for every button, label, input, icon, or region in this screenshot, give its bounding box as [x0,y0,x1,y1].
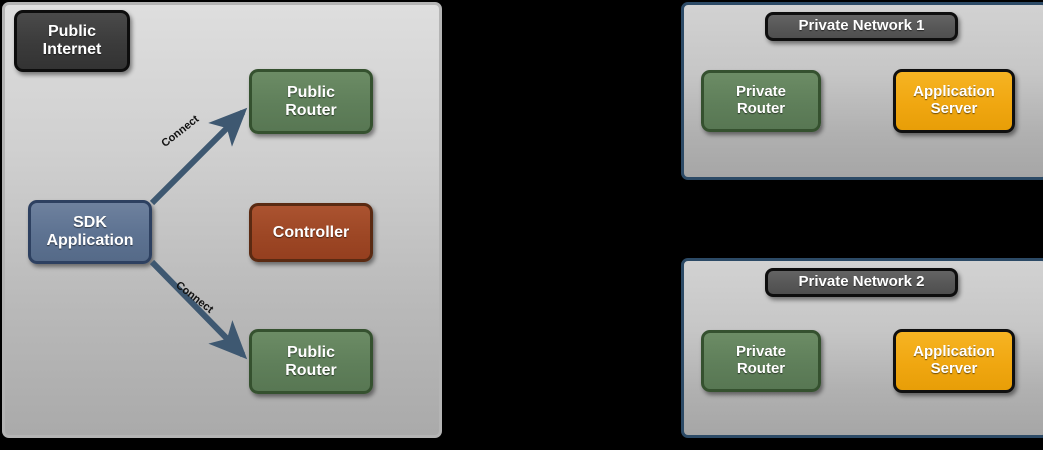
node-public-router-2-label-line1: Public [286,343,335,361]
node-controller-label: Controller [272,223,350,241]
node-public-router-2-label: Public Router [285,344,337,380]
node-public-router-1-label-line2: Router [285,101,337,119]
node-private-router-2-label-line1: Private [735,343,787,361]
node-public-internet-label-line2: Internet [42,41,102,58]
node-controller[interactable]: Controller [249,203,373,262]
node-sdk-application-label-line2: Application [46,232,134,249]
node-public-internet-label-line1: Public [47,23,96,41]
node-application-server-1-label: Application Server [913,83,995,118]
node-sdk-application-label-line1: SDK [73,214,107,232]
node-application-server-2-label-line1: Application [913,343,995,361]
node-public-router-2-label-line2: Router [285,361,337,379]
node-private-router-2-label: Private Router [735,343,787,378]
node-private-router-1[interactable]: Private Router [701,70,821,132]
node-application-server-1[interactable]: Application Server [893,69,1015,133]
title-private-network-2: Private Network 2 [765,268,958,297]
node-public-router-1-label: Public Router [285,84,337,120]
node-private-router-2-label-line2: Router [736,360,786,377]
node-public-router-1-label-line1: Public [286,83,335,101]
node-private-router-1-label-line2: Router [736,100,786,117]
node-application-server-1-label-line2: Server [930,100,978,117]
node-application-server-2[interactable]: Application Server [893,329,1015,393]
node-public-internet[interactable]: Public Internet [14,10,130,72]
node-public-router-2[interactable]: Public Router [249,329,373,394]
node-public-router-1[interactable]: Public Router [249,69,373,134]
node-private-router-1-label-line1: Private [735,83,787,101]
title-private-network-1: Private Network 1 [765,12,958,41]
node-private-router-2[interactable]: Private Router [701,330,821,392]
node-application-server-1-label-line1: Application [913,83,995,101]
node-sdk-application-label: SDK Application [46,214,133,250]
node-application-server-2-label-line2: Server [930,360,978,377]
node-private-router-1-label: Private Router [735,83,787,118]
node-sdk-application[interactable]: SDK Application [28,200,152,264]
node-application-server-2-label: Application Server [913,343,995,378]
node-public-internet-label: Public Internet [43,23,102,59]
